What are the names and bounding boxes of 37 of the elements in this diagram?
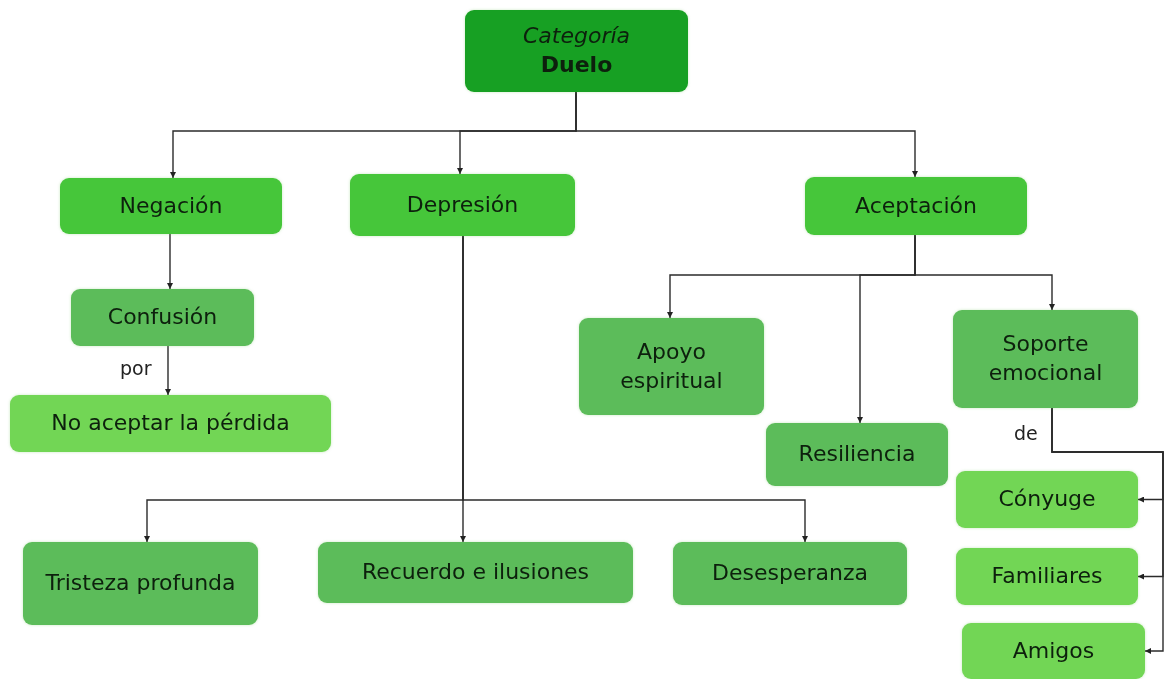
concept-box — [350, 174, 575, 236]
concept-box — [71, 289, 254, 346]
concept-box — [60, 178, 282, 234]
concept-label: Desesperanza — [712, 559, 868, 588]
concept-label: Depresión — [406, 190, 519, 219]
concept-label: No aceptar la pérdida — [51, 409, 290, 438]
concept-label: Apoyo espiritual — [619, 337, 724, 395]
concept-box — [766, 423, 948, 486]
concept-box — [673, 542, 907, 605]
category-label: Categoría — [522, 22, 631, 51]
concept-box — [956, 548, 1138, 605]
concept-box — [23, 542, 258, 625]
connector-arrow — [167, 233, 173, 290]
concept-label: Tristeza profunda — [45, 569, 236, 598]
concept-box — [962, 623, 1145, 679]
concept-box — [318, 542, 633, 603]
connector-arrow — [914, 234, 1055, 311]
connector-arrow — [462, 235, 808, 543]
concept-box — [10, 395, 331, 452]
concept-box — [956, 471, 1138, 528]
concept-title: Duelo — [540, 51, 613, 79]
concept-box — [805, 177, 1027, 235]
concept-box — [953, 310, 1138, 408]
concept-box — [579, 318, 764, 415]
concept-label: Aceptación — [855, 191, 977, 220]
connector-arrow — [165, 345, 171, 396]
connector-arrow — [1051, 407, 1164, 654]
concept-label: Negación — [119, 191, 223, 220]
concept-box — [465, 10, 688, 92]
concept-label: Soporte emocional — [987, 330, 1104, 387]
concept-label: Amigos — [1012, 636, 1095, 665]
concept-label: Resiliencia — [798, 440, 916, 469]
concept-label: Recuerdo e ilusiones — [361, 558, 590, 587]
concept-label: Cónyuge — [998, 485, 1096, 514]
concept-label: Familiares — [991, 562, 1103, 591]
concept-label: Confusión — [107, 303, 218, 332]
connector-arrow — [575, 91, 918, 178]
